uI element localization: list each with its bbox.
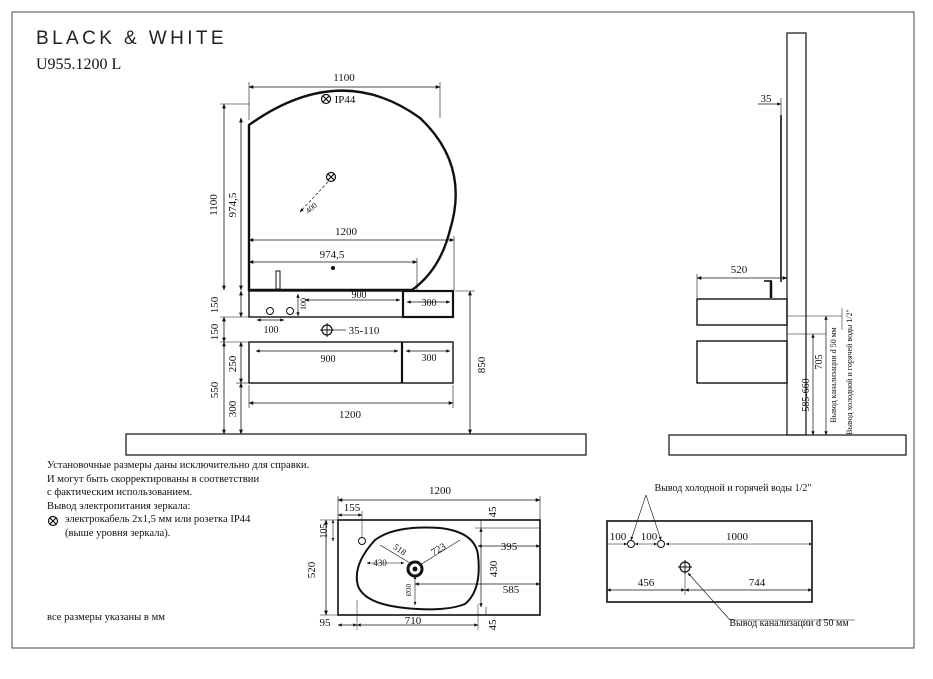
lower-cabinet	[248, 341, 454, 384]
note-socket-icon	[47, 515, 59, 527]
dim-rear-drain-right: 744	[749, 577, 766, 589]
brand-logo: BLACK & WHITE	[36, 28, 227, 49]
dim-cabinet-width: 1200	[339, 409, 362, 421]
dim-h-lower-total: 550	[209, 381, 221, 398]
dim-basin-width: 1200	[429, 485, 452, 497]
side-wall	[786, 32, 807, 436]
pipe-hole-icon	[266, 307, 274, 315]
side-water-label: Вывод холодной и горячей воды 1/2"	[845, 309, 854, 435]
rear-view	[606, 494, 855, 621]
dim-counter-width: 1200	[335, 226, 358, 238]
dim-water-height: 585-660	[801, 378, 812, 411]
rear-panel	[606, 520, 813, 603]
dim-basin-depth: 520	[306, 561, 318, 578]
note-line: с фактическим использованием.	[47, 487, 193, 499]
dim-h-counter: 150	[209, 296, 221, 313]
dim-mirror-radius: 400	[304, 201, 319, 216]
side-floor	[668, 434, 907, 456]
rear-water-hole-icon	[627, 540, 635, 548]
side-view-labels: 35 520 585-660 705 Вывод канализации d 5…	[731, 93, 854, 435]
dim-drain-size: Ø30	[405, 583, 413, 596]
rear-drain-label: Вывод канализации d 50 мм	[729, 618, 849, 629]
dim-bowl-right2: 585	[503, 584, 520, 596]
bowl-outline	[355, 526, 480, 611]
note-line: Установочные размеры даны исключительно …	[47, 460, 310, 471]
dim-h-total: 850	[476, 356, 488, 373]
dim-h-floor: 300	[227, 400, 239, 417]
dim-rear-pipe2: 100	[641, 531, 658, 543]
tap-body	[275, 270, 281, 290]
counter-side-box	[401, 289, 455, 319]
installation-notes: Установочные размеры даны исключительно …	[47, 459, 347, 541]
basin-outline	[337, 519, 541, 616]
side-counter	[696, 298, 788, 326]
dim-drain-height: 705	[814, 355, 825, 370]
top-view-labels: 1200 155 45 105 520 430 518 723 395 430 …	[306, 485, 520, 631]
socket-icon	[320, 93, 332, 105]
note-line: (выше уровня зеркала).	[65, 527, 171, 539]
dim-rear-pipe1: 100	[610, 531, 627, 543]
top-view	[320, 496, 541, 630]
dim-rear-right-span: 1000	[726, 531, 749, 543]
dim-h-gap: 150	[209, 323, 221, 340]
pipe-hole-icon	[286, 307, 294, 315]
dim-counter-inner-width: 974,5	[320, 249, 345, 261]
dim-basin-left-offset: 155	[344, 502, 361, 514]
rear-view-labels: Вывод холодной и горячей воды 1/2" 100 1…	[610, 483, 850, 629]
note-line: электрокабель 2x1,5 мм или розетка IP44	[65, 514, 251, 526]
dim-counter-depth: 520	[731, 264, 748, 276]
dim-socket-label: IP44	[335, 94, 356, 106]
dim-tap-height: 100	[299, 298, 308, 310]
rear-water-label: Вывод холодной и горячей воды 1/2"	[655, 483, 812, 494]
dim-bowl-diagonal2: 723	[430, 541, 448, 558]
floor-slab	[125, 433, 587, 456]
dim-mirror-height: 1100	[208, 194, 220, 216]
dim-bottom-drawer-width: 900	[321, 354, 336, 365]
note-line: Вывод электропитания зеркала:	[47, 500, 191, 512]
mirror-center-icon	[325, 171, 337, 183]
dim-mirror-width: 1100	[333, 72, 355, 84]
dim-h-drawer: 250	[227, 355, 239, 372]
basin-tap-hole-icon	[358, 537, 366, 545]
side-view	[668, 32, 907, 456]
front-view	[125, 82, 587, 456]
units-note: все размеры указаны в мм	[47, 612, 165, 623]
sheet-border	[11, 11, 915, 649]
dim-bowl-height: 430	[488, 560, 500, 577]
dim-bowl-length: 710	[405, 615, 422, 627]
dim-basin-depth-label: 105	[319, 524, 330, 539]
model-number: U955.1200 L	[36, 56, 122, 73]
dim-drain-label: 35-110	[349, 325, 380, 337]
dim-basin-left-margin: 95	[320, 617, 332, 629]
note-line: И могут быть скорректированы в соответст…	[47, 473, 260, 485]
mirror-outline	[247, 89, 457, 292]
dim-bowl-diagonal: 518	[391, 542, 408, 558]
front-view-labels: 1100 IP44 1100 974,5 400 1200 974,5 900 …	[208, 72, 488, 421]
dim-bowl-right: 395	[501, 541, 518, 553]
dim-top-drawer-width: 900	[352, 290, 367, 301]
dim-rear-drain-left: 456	[638, 577, 655, 589]
dim-mirror-depth: 35	[761, 93, 773, 105]
dim-tap-offset: 100	[264, 325, 279, 336]
dim-bowl-width: 430	[373, 558, 387, 568]
dim-top-side-width: 300	[422, 298, 437, 309]
dim-mirror-inner-height: 974,5	[227, 192, 239, 217]
side-drain-label: Вывод канализации d 50 мм	[829, 327, 838, 422]
dim-bottom-side-width: 300	[422, 353, 437, 364]
dim-basin-top-margin: 45	[487, 506, 499, 518]
rear-water-hole-icon	[657, 540, 665, 548]
side-cabinet	[696, 340, 788, 384]
dim-basin-bottom-margin: 45	[487, 619, 499, 631]
